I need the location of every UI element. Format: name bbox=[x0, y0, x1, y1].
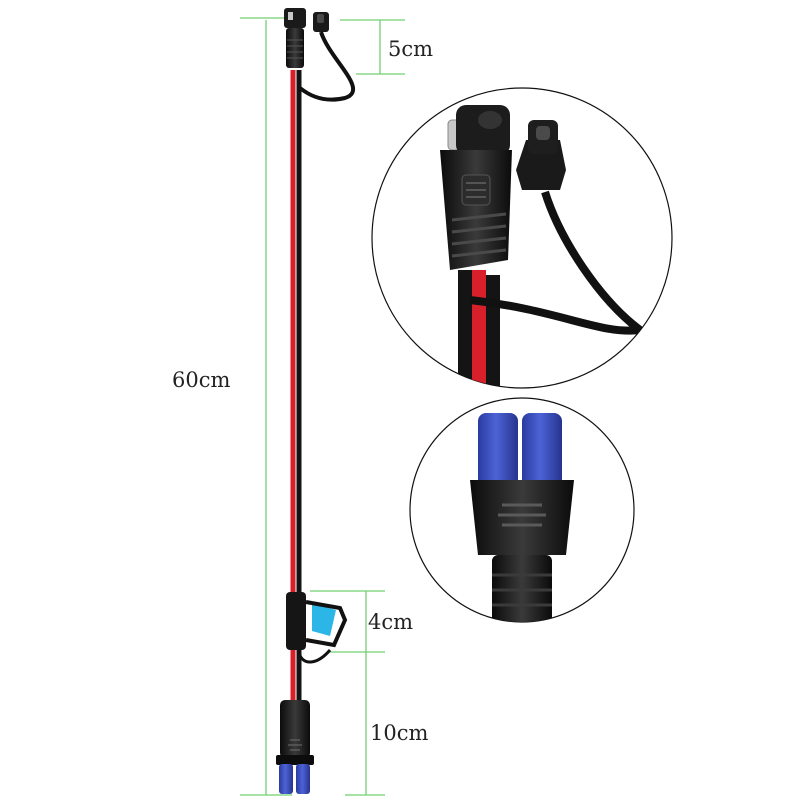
length-label-top-branch: 5cm bbox=[388, 37, 434, 61]
sae-connector-small bbox=[284, 8, 355, 102]
length-label-total: 60cm bbox=[172, 368, 231, 392]
fuse-holder-small bbox=[286, 592, 348, 664]
ec5-connector-small bbox=[276, 700, 314, 794]
length-label-bottom: 10cm bbox=[370, 721, 429, 745]
zoom-circle-sae bbox=[371, 87, 673, 389]
zoom-circle-ec5 bbox=[409, 397, 635, 623]
length-label-fuse: 4cm bbox=[368, 610, 414, 634]
dimension-lines bbox=[240, 17, 405, 796]
